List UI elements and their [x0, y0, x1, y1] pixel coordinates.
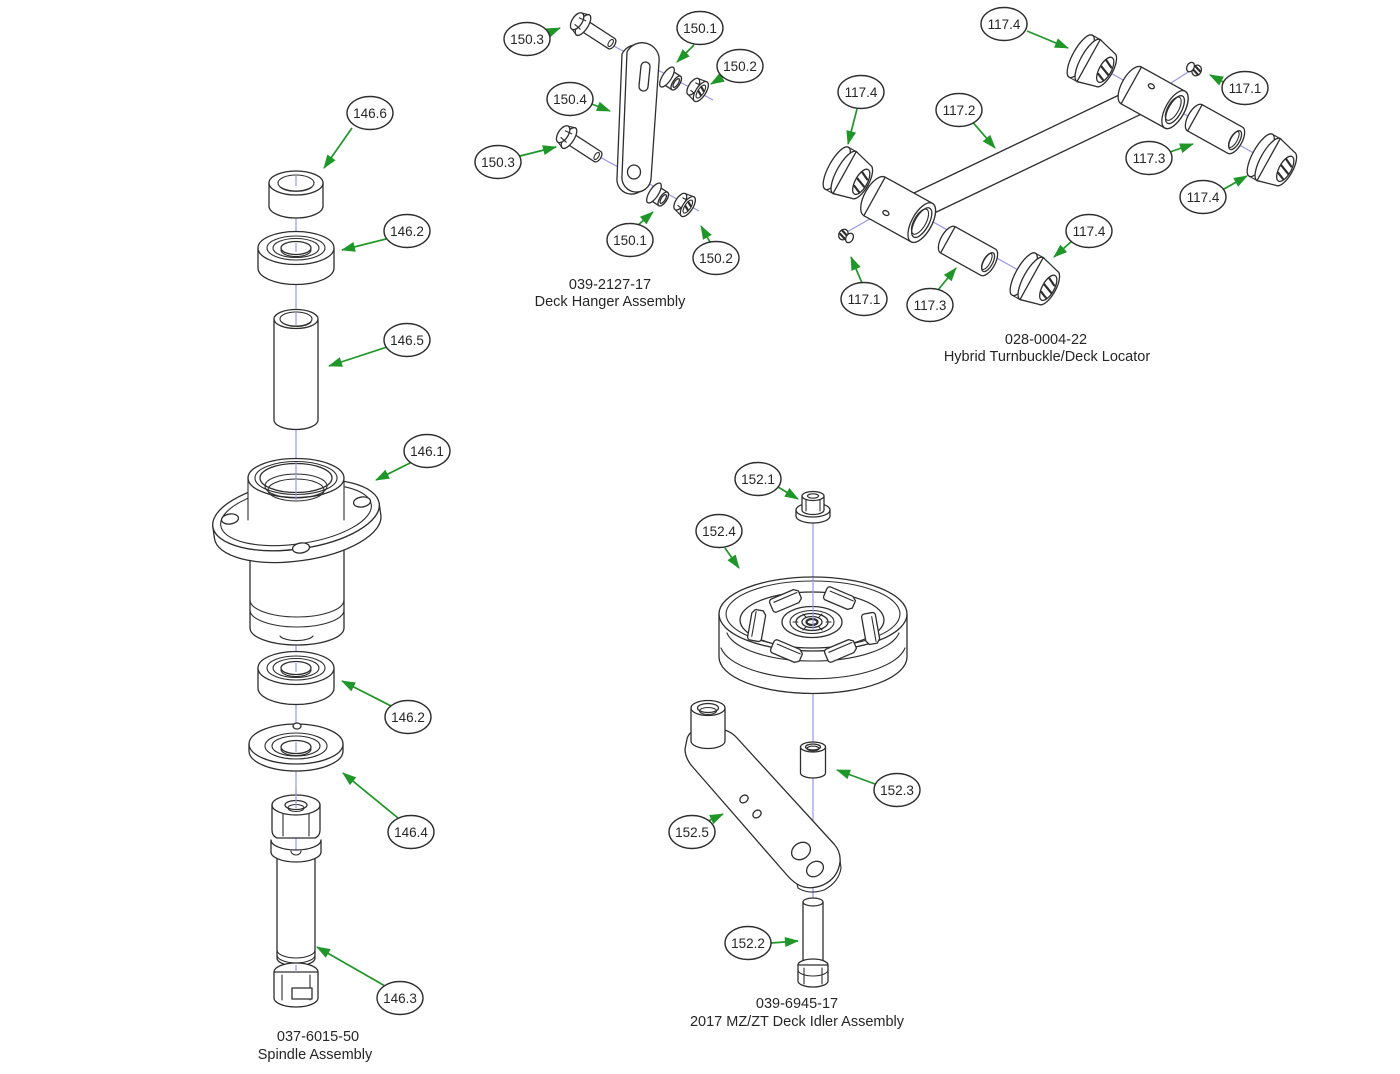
svg-text:146.6: 146.6	[353, 106, 387, 121]
callout-150-2a[interactable]: 150.2	[716, 48, 764, 84]
svg-text:152.3: 152.3	[880, 783, 914, 798]
part-eye-right	[1117, 65, 1189, 130]
svg-text:117.2: 117.2	[943, 103, 976, 118]
idler-part-number: 039-6945-17	[756, 996, 838, 1012]
svg-text:146.4: 146.4	[394, 825, 428, 840]
svg-text:117.1: 117.1	[848, 292, 881, 307]
svg-text:146.5: 146.5	[390, 333, 424, 348]
callout-152-4[interactable]: 152.4	[695, 513, 743, 549]
svg-text:150.4: 150.4	[553, 92, 587, 107]
deck-hanger-assembly: 150.3 150.1 150.2 150.4 150.3 150.1 150.…	[474, 7, 764, 310]
svg-text:146.2: 146.2	[390, 224, 424, 239]
part-hanger-bracket	[616, 42, 660, 195]
callout-150-4[interactable]: 150.4	[546, 81, 594, 117]
callout-117-3b[interactable]: 117.3	[906, 287, 954, 323]
svg-text:117.4: 117.4	[1187, 190, 1220, 205]
spindle-part-number: 037-6015-50	[277, 1029, 359, 1045]
svg-text:152.2: 152.2	[731, 936, 765, 951]
svg-text:152.1: 152.1	[741, 472, 775, 487]
svg-text:146.2: 146.2	[391, 710, 425, 725]
part-spindle-shaft	[270, 794, 322, 1008]
callout-152-1[interactable]: 152.1	[734, 461, 782, 497]
part-spindle-housing	[212, 457, 382, 646]
part-spacer-tube	[273, 308, 319, 431]
svg-text:150.2: 150.2	[699, 251, 733, 266]
callout-117-4c[interactable]: 117.4	[1179, 179, 1227, 215]
part-eye-left	[860, 175, 937, 244]
svg-text:152.5: 152.5	[675, 825, 709, 840]
svg-text:150.1: 150.1	[683, 21, 717, 36]
part-bearing-upper	[257, 230, 335, 286]
callout-152-5[interactable]: 152.5	[668, 814, 716, 850]
leader-arrows-turnbuckle	[846, 30, 1248, 291]
callout-150-2b[interactable]: 150.2	[692, 240, 740, 276]
deck-idler-assembly: 152.1 152.4 152.3 152.5 152.2 039-6945-1…	[668, 461, 921, 1030]
callout-117-4d[interactable]: 117.4	[1065, 213, 1113, 249]
callout-152-2[interactable]: 152.2	[724, 925, 772, 961]
deck-hanger-part-number: 039-2127-17	[569, 277, 651, 293]
part-idler-bolt	[797, 897, 829, 988]
svg-text:150.3: 150.3	[481, 155, 515, 170]
callout-117-3a[interactable]: 117.3	[1125, 140, 1173, 176]
callout-150-1a[interactable]: 150.1	[676, 10, 724, 46]
svg-text:150.2: 150.2	[723, 59, 757, 74]
svg-text:150.3: 150.3	[510, 32, 544, 47]
callout-150-3b[interactable]: 150.3	[474, 144, 522, 180]
leader-arrows-deck-hanger	[519, 27, 727, 243]
spindle-assembly: 146.6 146.2 146.5 146.1 146.2 146.4 146.…	[212, 95, 451, 1063]
callout-146-6[interactable]: 146.6	[346, 95, 394, 131]
callout-117-1a[interactable]: 117.1	[1221, 70, 1269, 106]
part-bearing-lower	[257, 650, 335, 706]
callout-117-4a[interactable]: 117.4	[980, 6, 1028, 42]
callout-150-1b[interactable]: 150.1	[606, 222, 654, 258]
callout-146-4[interactable]: 146.4	[387, 814, 435, 850]
turnbuckle-assembly: 117.4 117.4 117.2 117.1 117.3 117.4 117.…	[817, 6, 1305, 365]
part-spacer	[799, 741, 827, 779]
svg-text:117.4: 117.4	[845, 85, 878, 100]
callout-146-2b[interactable]: 146.2	[384, 699, 432, 735]
part-idler-pulley	[718, 576, 908, 695]
callout-146-1[interactable]: 146.1	[403, 433, 451, 469]
svg-text:146.3: 146.3	[383, 991, 417, 1006]
callout-117-4b[interactable]: 117.4	[837, 74, 885, 110]
svg-text:117.3: 117.3	[1133, 151, 1166, 166]
svg-text:152.4: 152.4	[702, 524, 736, 539]
leader-arrows-spindle	[316, 127, 413, 987]
idler-title: 2017 MZ/ZT Deck Idler Assembly	[690, 1014, 905, 1030]
callout-146-5[interactable]: 146.5	[383, 322, 431, 358]
spindle-title: Spindle Assembly	[258, 1047, 373, 1063]
callout-146-3[interactable]: 146.3	[376, 980, 424, 1016]
svg-text:117.4: 117.4	[1073, 224, 1106, 239]
svg-text:146.1: 146.1	[410, 444, 444, 459]
svg-text:117.4: 117.4	[988, 17, 1021, 32]
turnbuckle-title: Hybrid Turnbuckle/Deck Locator	[944, 349, 1150, 365]
svg-text:117.1: 117.1	[1229, 81, 1262, 96]
part-flange-nut	[795, 490, 831, 524]
callout-117-1b[interactable]: 117.1	[840, 281, 888, 317]
part-idler-arm	[684, 699, 842, 893]
deck-hanger-title: Deck Hanger Assembly	[535, 294, 686, 310]
svg-text:117.3: 117.3	[914, 298, 947, 313]
callout-146-2a[interactable]: 146.2	[383, 213, 431, 249]
callout-117-2[interactable]: 117.2	[935, 92, 983, 128]
turnbuckle-part-number: 028-0004-22	[1005, 332, 1087, 348]
callout-152-3[interactable]: 152.3	[873, 772, 921, 808]
svg-text:150.1: 150.1	[613, 233, 647, 248]
callout-150-3a[interactable]: 150.3	[503, 21, 551, 57]
